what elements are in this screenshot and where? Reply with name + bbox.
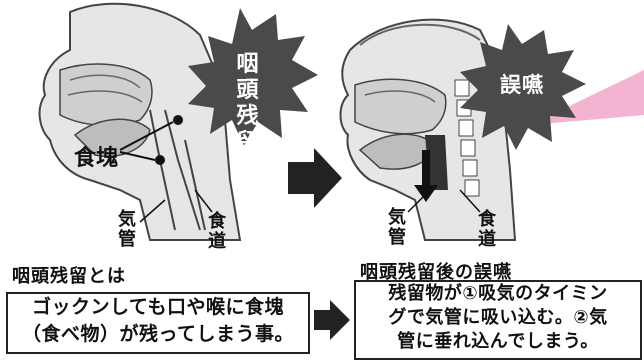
right-illustration: 誤嚥 気 管 食 道 xyxy=(330,0,644,250)
food-bolus-dot-upper xyxy=(173,115,183,125)
trachea-label-right: 気 管 xyxy=(388,207,406,248)
left-caption-title: 咽頭残留とは xyxy=(12,266,126,287)
right-head-cross-section xyxy=(339,18,644,241)
trachea-label-left: 気 管 xyxy=(118,209,136,250)
transition-arrow xyxy=(288,148,342,208)
right-burst-label: 誤嚥 xyxy=(500,73,544,97)
right-caption-title: 咽頭残留後の誤嚥 xyxy=(360,262,512,283)
left-illustration: 咽頭 残留 食塊 気 管 食 道 xyxy=(0,0,330,252)
left-caption-line2: （食べ物）が残ってしまう事。 xyxy=(21,323,295,345)
food-bolus-dot-lower xyxy=(155,155,165,165)
right-caption-line3: 管に垂れ込んでしまう。 xyxy=(397,331,599,352)
left-head-cross-section xyxy=(38,2,318,241)
left-burst-label: 咽頭 残留 xyxy=(236,52,260,155)
esophagus-label-left: 食 道 xyxy=(208,211,226,252)
left-caption-box: ゴックンしても口や喉に食塊 （食べ物）が残ってしまう事。 xyxy=(6,292,310,354)
caption-arrow xyxy=(314,300,350,340)
right-caption-line2: グで気管に吸い込む。②気 xyxy=(388,307,608,328)
food-bolus-label: 食塊 xyxy=(74,146,119,171)
right-caption-box: 残留物が①吸気のタイミン グで気管に吸い込む。②気 管に垂れ込んでしまう。 xyxy=(354,280,642,360)
right-burst-shape xyxy=(460,24,586,150)
left-caption-line1: ゴックンしても口や喉に食塊 xyxy=(32,296,284,318)
left-burst-shape xyxy=(188,8,318,146)
right-caption-line1: 残留物が①吸気のタイミン xyxy=(388,283,608,304)
esophagus-label-right: 食 道 xyxy=(478,209,496,250)
aspiration-arrow xyxy=(414,150,438,202)
